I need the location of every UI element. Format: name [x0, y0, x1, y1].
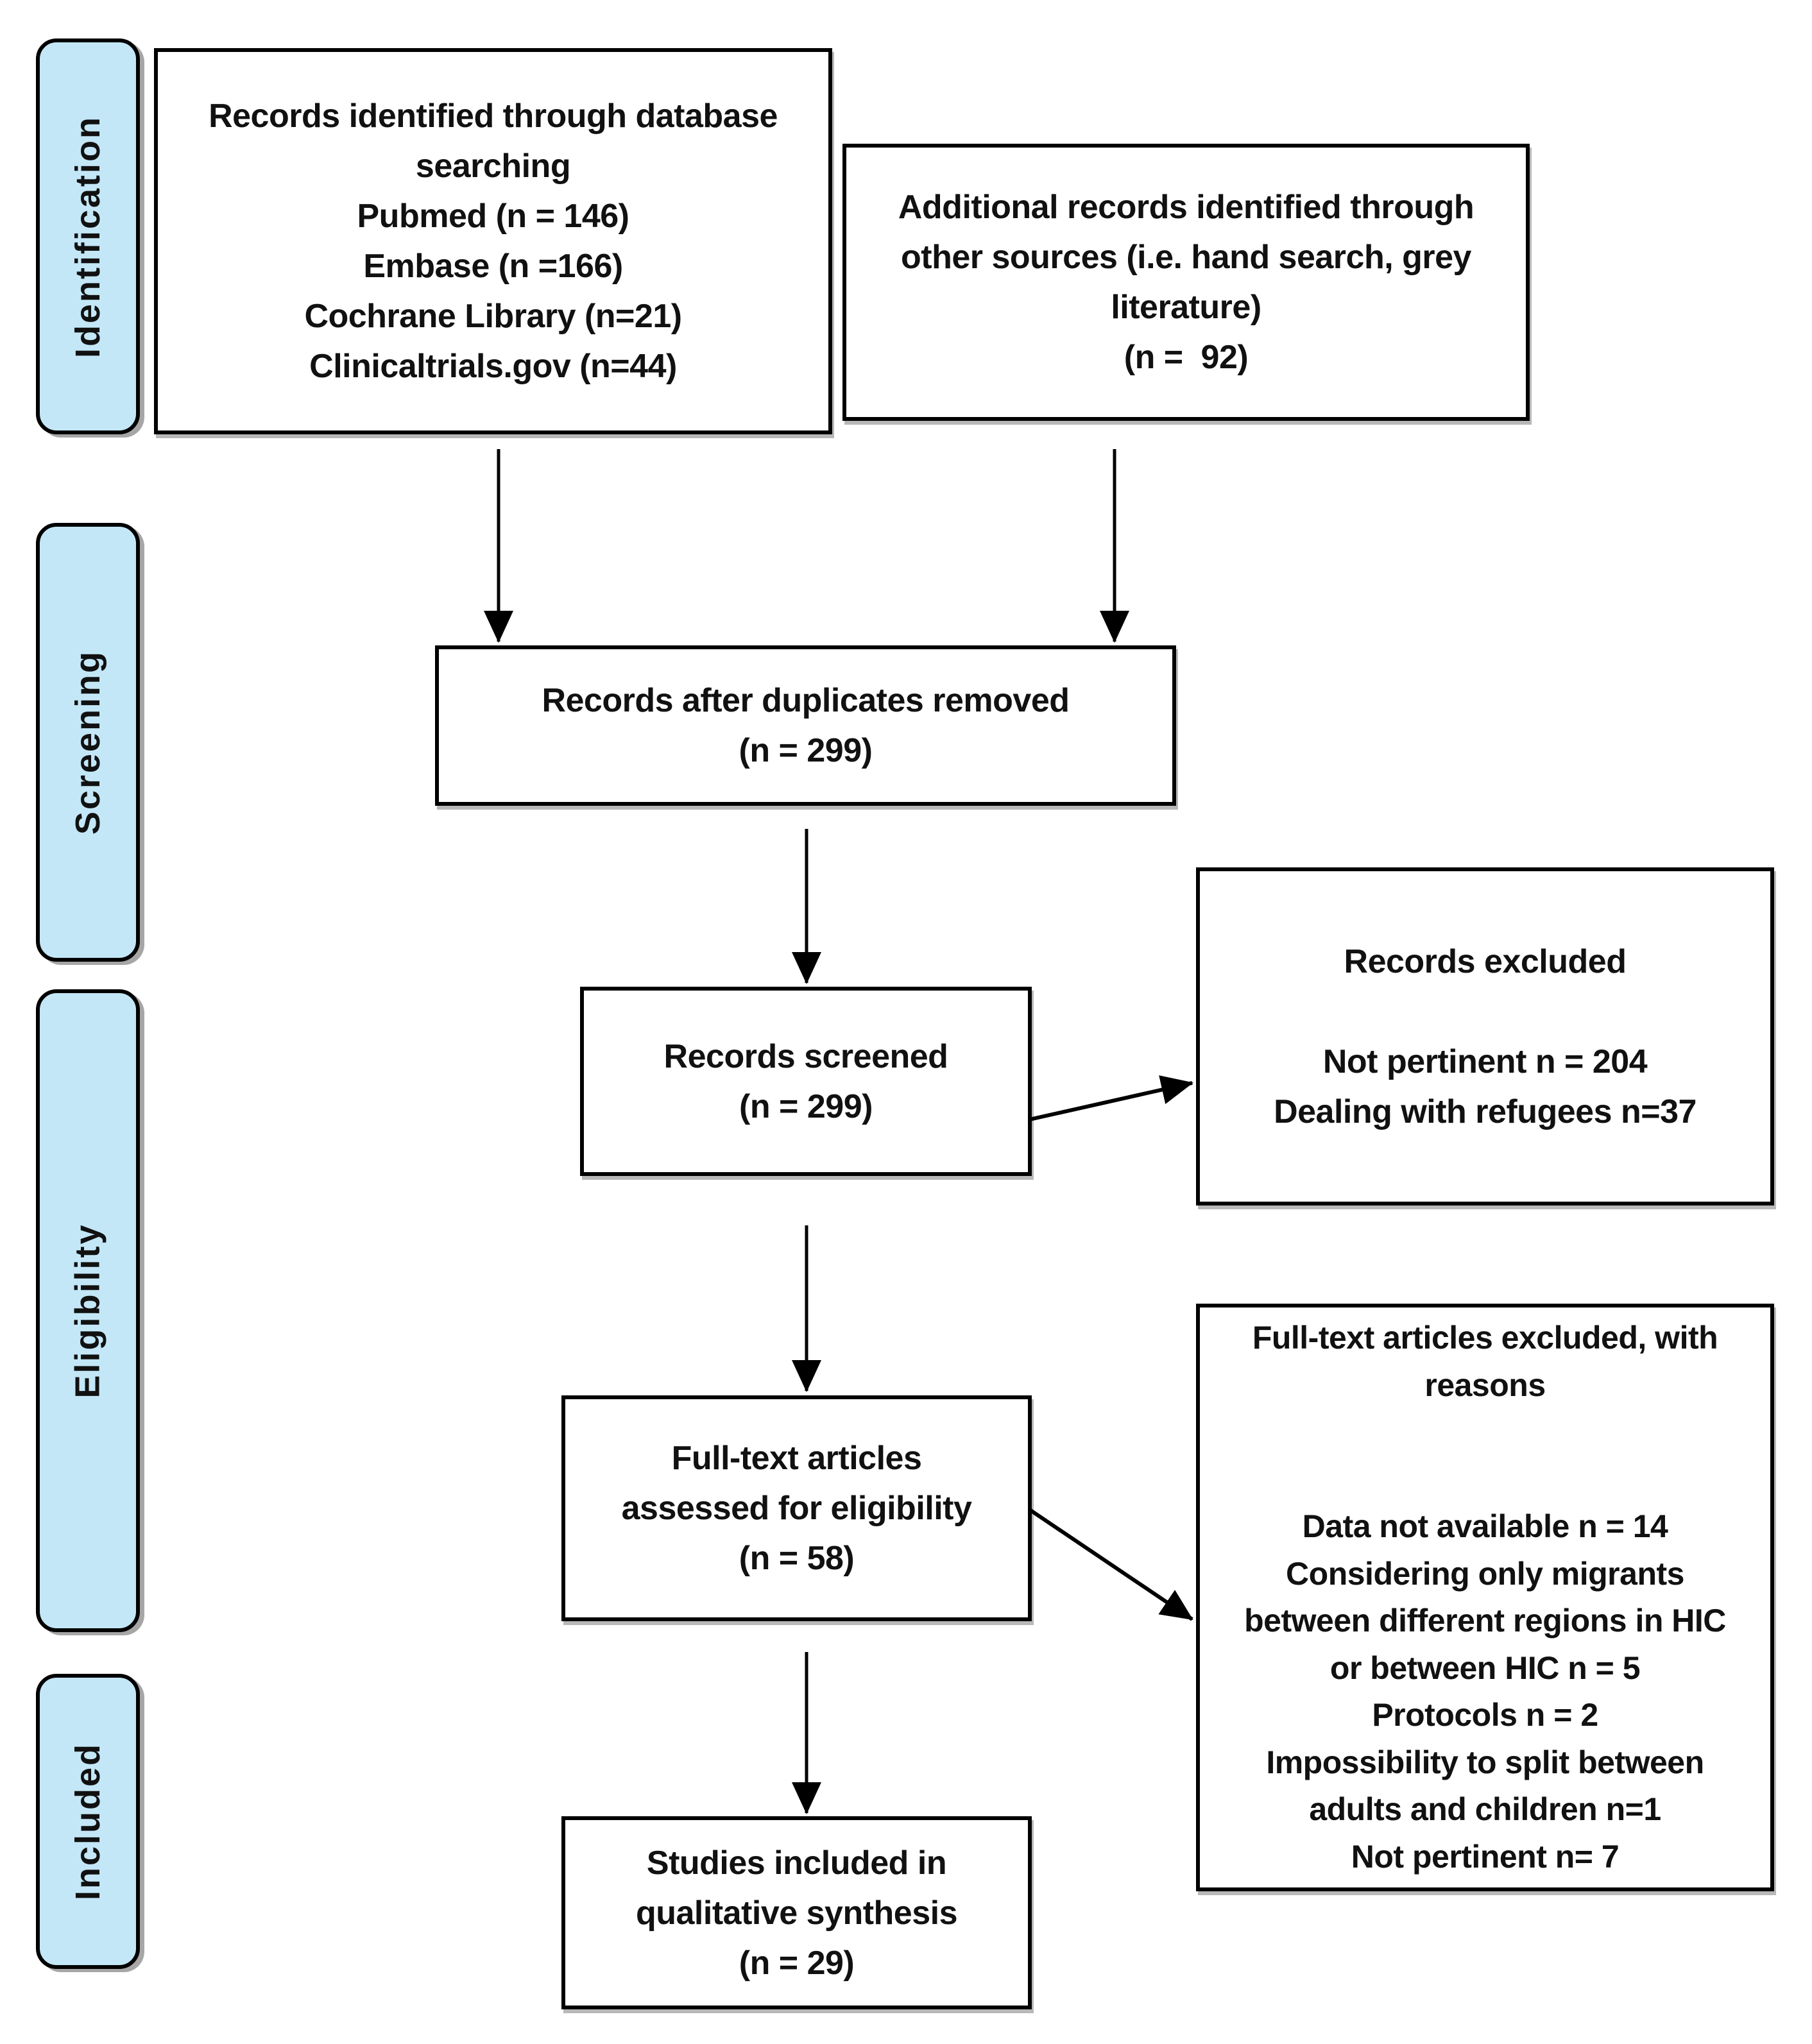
box-other-sources-text: Additional records identified through ot… — [898, 189, 1474, 376]
stage-eligibility: Eligibility — [36, 989, 140, 1632]
box-fulltext-assessed-text: Full-text articles assessed for eligibil… — [621, 1440, 972, 1577]
box-records-screened: Records screened (n = 299) — [580, 987, 1032, 1176]
box-studies-included-text: Studies included in qualitative synthesi… — [635, 1844, 958, 1982]
box-records-excluded-text: Records excluded Not pertinent n = 204 D… — [1274, 942, 1697, 1130]
box-database-records-text: Records identified through database sear… — [209, 98, 778, 385]
box-records-screened-text: Records screened (n = 299) — [663, 1037, 948, 1125]
box-database-records: Records identified through database sear… — [154, 48, 832, 434]
arrow-screened-to-excluded-icon — [1026, 1075, 1193, 1122]
arrow-fulltext-to-ft-excluded-icon — [1025, 1506, 1193, 1621]
box-fulltext-excluded-text: Full-text articles excluded, with reason… — [1244, 1320, 1726, 1875]
box-studies-included: Studies included in qualitative synthesi… — [561, 1816, 1032, 2009]
box-fulltext-excluded: Full-text articles excluded, with reason… — [1196, 1304, 1774, 1891]
stage-included: Included — [36, 1674, 140, 1969]
stage-identification: Identification — [36, 38, 140, 434]
stage-screening: Screening — [36, 523, 140, 962]
box-records-excluded: Records excluded Not pertinent n = 204 D… — [1196, 867, 1774, 1205]
box-fulltext-assessed: Full-text articles assessed for eligibil… — [561, 1395, 1032, 1621]
stage-eligibility-label: Eligibility — [69, 1223, 107, 1399]
stage-identification-label: Identification — [69, 115, 107, 358]
stage-screening-label: Screening — [69, 649, 107, 835]
stage-included-label: Included — [69, 1742, 108, 1901]
box-other-sources: Additional records identified through ot… — [842, 144, 1530, 421]
box-duplicates-removed: Records after duplicates removed (n = 29… — [435, 645, 1176, 806]
box-duplicates-removed-text: Records after duplicates removed (n = 29… — [542, 682, 1070, 769]
